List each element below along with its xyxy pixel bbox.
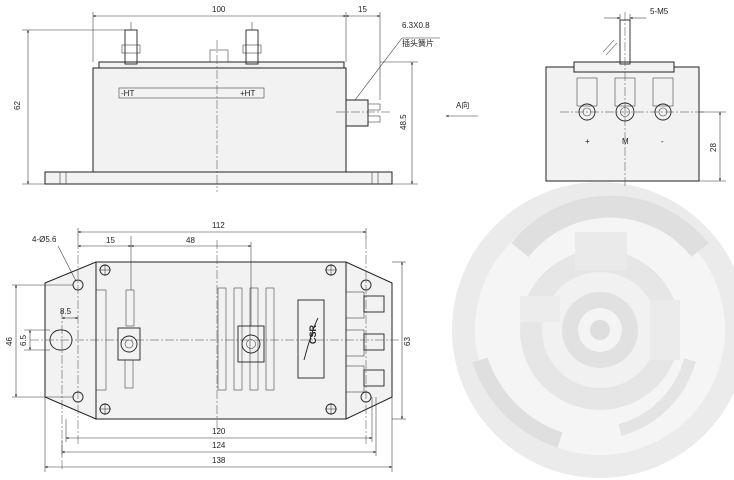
dim-100: 100 [212, 5, 226, 14]
dim-63: 63 [403, 337, 412, 346]
dim-15-top: 15 [106, 236, 115, 245]
dim-15: 15 [358, 5, 367, 14]
terminal-callout: 6.3X0.8 [402, 21, 430, 30]
heat-sink-fins [217, 287, 275, 391]
ht-label-strip [118, 87, 265, 99]
corner-screw-tr [325, 264, 337, 276]
dim-120: 120 [212, 427, 226, 436]
side-connector [345, 99, 369, 127]
dim-8-5: 8.5 [60, 307, 72, 316]
corner-screw-tl [99, 264, 111, 276]
pin-label-pos: + [585, 137, 590, 146]
watermark-emblem [452, 182, 734, 478]
top-view: CSR 112 15 48 4-Ø5.6 8. [5, 221, 412, 472]
label-neg-ht: -HT [121, 89, 134, 98]
top-terminal-left [124, 29, 138, 65]
logo-panel [297, 299, 325, 379]
dim-28: 28 [709, 143, 718, 152]
dim-138: 138 [212, 456, 226, 465]
side-housing [545, 66, 700, 182]
dim-6-5: 6.5 [19, 334, 28, 346]
corner-screw-br [325, 403, 337, 415]
dim-holes: 4-Ø5.6 [32, 235, 57, 244]
right-connectors [345, 291, 385, 393]
top-terminal-right [245, 29, 259, 65]
label-pos-ht: +HT [240, 89, 255, 98]
terminal-callout-cn: 插头簧片 [402, 38, 434, 48]
view-arrow-label: A向 [456, 100, 469, 110]
dim-48: 48 [186, 236, 195, 245]
dim-62: 62 [13, 101, 22, 110]
dim-5-m5: 5-M5 [650, 7, 669, 16]
pin-label-neg: - [661, 137, 664, 146]
housing-body [92, 67, 347, 173]
dim-46: 46 [5, 337, 14, 346]
logo-text: CSR [308, 324, 318, 344]
pin-label-mid: M [622, 137, 629, 146]
base-flange [44, 171, 393, 185]
side-view: + M - 5-M5 28 [545, 7, 726, 186]
dim-112: 112 [212, 221, 225, 230]
dim-124: 124 [212, 441, 226, 450]
front-view: -HT +HT 100 15 62 48.5 6.3X0.8 [13, 5, 478, 192]
corner-screw-bl [99, 403, 111, 415]
dim-48-5: 48.5 [399, 114, 408, 130]
